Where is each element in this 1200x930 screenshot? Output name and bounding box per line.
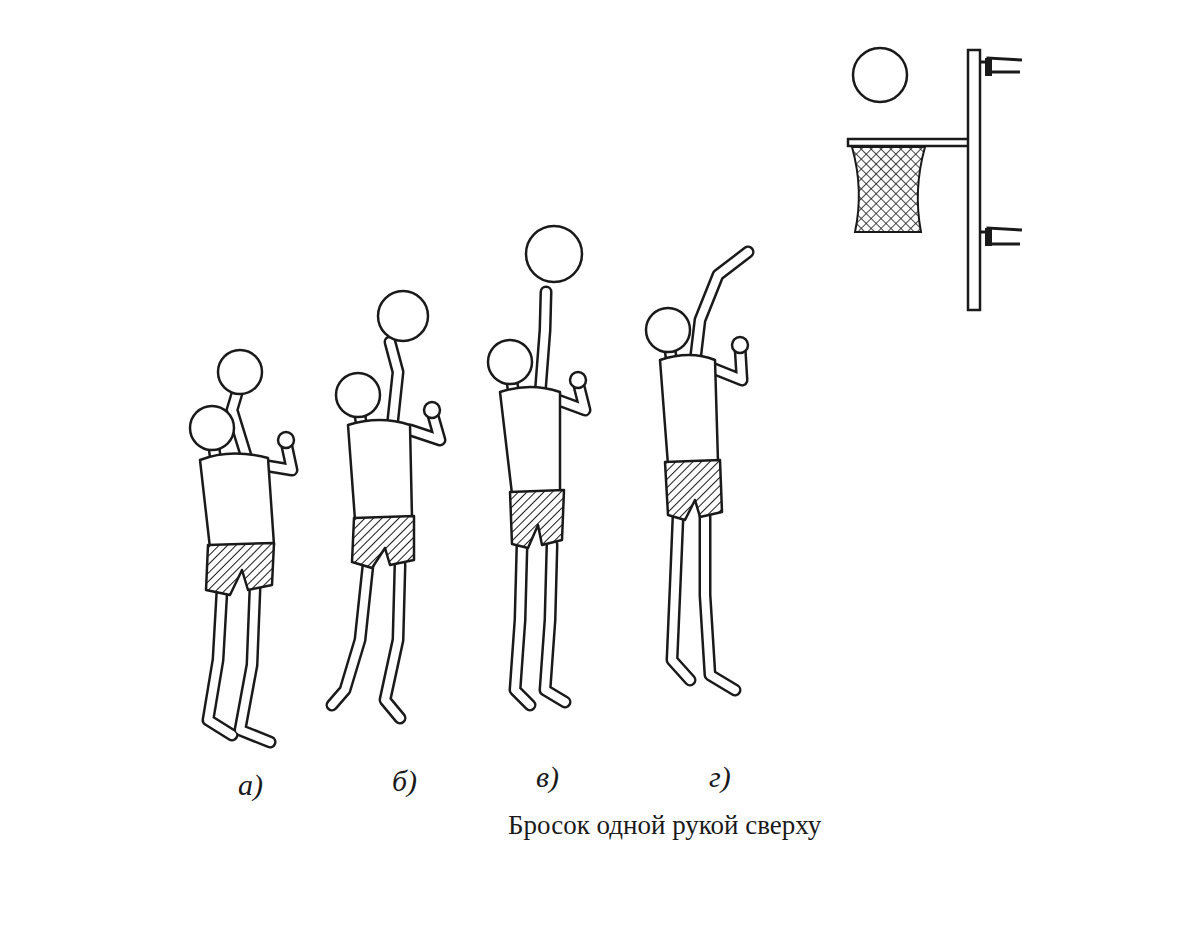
basket <box>848 48 1022 310</box>
ball <box>218 350 262 394</box>
ball <box>526 226 582 282</box>
leg <box>672 517 690 680</box>
stage-label: а) <box>238 768 263 802</box>
ball <box>853 48 907 102</box>
leg <box>515 545 530 705</box>
leg <box>672 517 690 680</box>
stage-label: г) <box>709 760 731 794</box>
stage-label: в) <box>536 760 559 794</box>
leg <box>332 565 368 705</box>
head <box>488 340 532 384</box>
shorts <box>206 543 274 595</box>
head <box>336 373 380 417</box>
limb-fill <box>332 342 440 718</box>
arm <box>390 342 398 428</box>
leg <box>332 565 368 705</box>
shorts <box>665 460 722 520</box>
ball <box>378 291 428 341</box>
arm <box>540 292 546 395</box>
fist <box>732 337 748 353</box>
leg <box>240 588 270 742</box>
bracket <box>985 228 992 246</box>
leg <box>705 517 735 690</box>
arm <box>540 292 546 395</box>
player-figure <box>646 252 748 690</box>
leg <box>515 545 530 705</box>
fist <box>278 432 294 448</box>
player-figure <box>488 226 586 705</box>
bracket <box>985 58 992 76</box>
leg <box>385 565 400 718</box>
head <box>646 308 690 352</box>
shorts <box>510 490 564 548</box>
leg <box>545 545 565 702</box>
torso <box>348 420 412 520</box>
leg <box>208 590 232 735</box>
net <box>852 147 925 232</box>
arm <box>695 252 748 362</box>
torso <box>660 355 718 465</box>
head <box>190 406 234 450</box>
arm <box>390 342 398 428</box>
torso <box>500 387 560 494</box>
arm <box>695 252 748 362</box>
player-figure <box>332 291 440 718</box>
figure-caption: Бросок одной рукой сверху <box>508 810 821 841</box>
torso <box>200 453 274 548</box>
leg <box>208 590 232 735</box>
shorts <box>352 516 414 568</box>
leg <box>385 565 400 718</box>
limb-outline <box>332 342 440 718</box>
leg <box>705 517 735 690</box>
rim <box>848 139 970 146</box>
fist <box>570 372 586 388</box>
backboard <box>968 50 980 310</box>
leg <box>545 545 565 702</box>
player-figure <box>190 350 294 742</box>
stage-label: б) <box>392 764 417 798</box>
fist <box>424 402 440 418</box>
leg <box>240 588 270 742</box>
